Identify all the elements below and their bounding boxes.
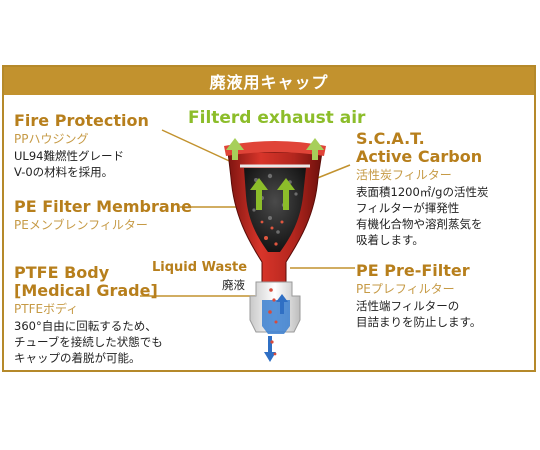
liquid-waste-sub: 廃液: [222, 278, 245, 292]
flow-arrows: [264, 294, 288, 362]
liquid-droplets: [268, 288, 278, 356]
exhaust-arrows: [226, 138, 324, 160]
fire-protection-sub: PPハウジング: [14, 132, 89, 146]
ptfe-title-2: [Medical Grade]: [14, 281, 158, 300]
membrane-sub: PEメンブレンフィルター: [14, 218, 148, 232]
scat-line-2: フィルターが揮発性: [356, 201, 460, 215]
scat-sub: 活性炭フィルター: [356, 168, 452, 182]
ptfe-line-3: キャップの着脱が可能。: [14, 351, 141, 365]
banner-title: 廃液用キャップ: [209, 73, 329, 92]
cup-rim: [224, 141, 326, 156]
vapor-dots: [260, 220, 284, 246]
inner-green-arrows: [250, 178, 295, 210]
prefilter-line-1: 活性端フィルターの: [356, 299, 460, 313]
membrane-title: PE Filter Membrane: [14, 197, 192, 216]
scat-line-4: 吸着します。: [356, 233, 424, 247]
prefilter-sub: PEプレフィルター: [356, 282, 455, 296]
prefilter-title: PE Pre-Filter: [356, 261, 470, 280]
ptfe-line-1: 360°自由に回転するため、: [14, 319, 157, 333]
prefilter-line-2: 目詰まりを防止します。: [356, 315, 482, 329]
title-banner: 廃液用キャップ: [4, 67, 534, 95]
ptfe-sub: PTFEボディ: [14, 302, 79, 316]
scat-line-1: 表面積1200㎡/gの活性炭: [356, 185, 489, 199]
fire-protection-title: Fire Protection: [14, 111, 149, 130]
scat-title-2: Active Carbon: [356, 147, 483, 166]
ptfe-title-1: PTFE Body: [14, 263, 110, 282]
blue-connector: [262, 300, 290, 334]
fire-protection-line-1: UL94難燃性グレード: [14, 149, 124, 163]
fire-protection-line-2: V-0の材料を採用。: [14, 165, 114, 179]
scat-line-3: 有機化合物や溶剤蒸気を: [356, 217, 483, 231]
ptfe-line-2: チューブを接続した状態でも: [14, 335, 163, 349]
scat-title-1: S.C.A.T.: [356, 129, 425, 148]
exhaust-air-label: Filterd exhaust air: [188, 108, 366, 128]
liquid-waste-title: Liquid Waste: [152, 260, 248, 275]
